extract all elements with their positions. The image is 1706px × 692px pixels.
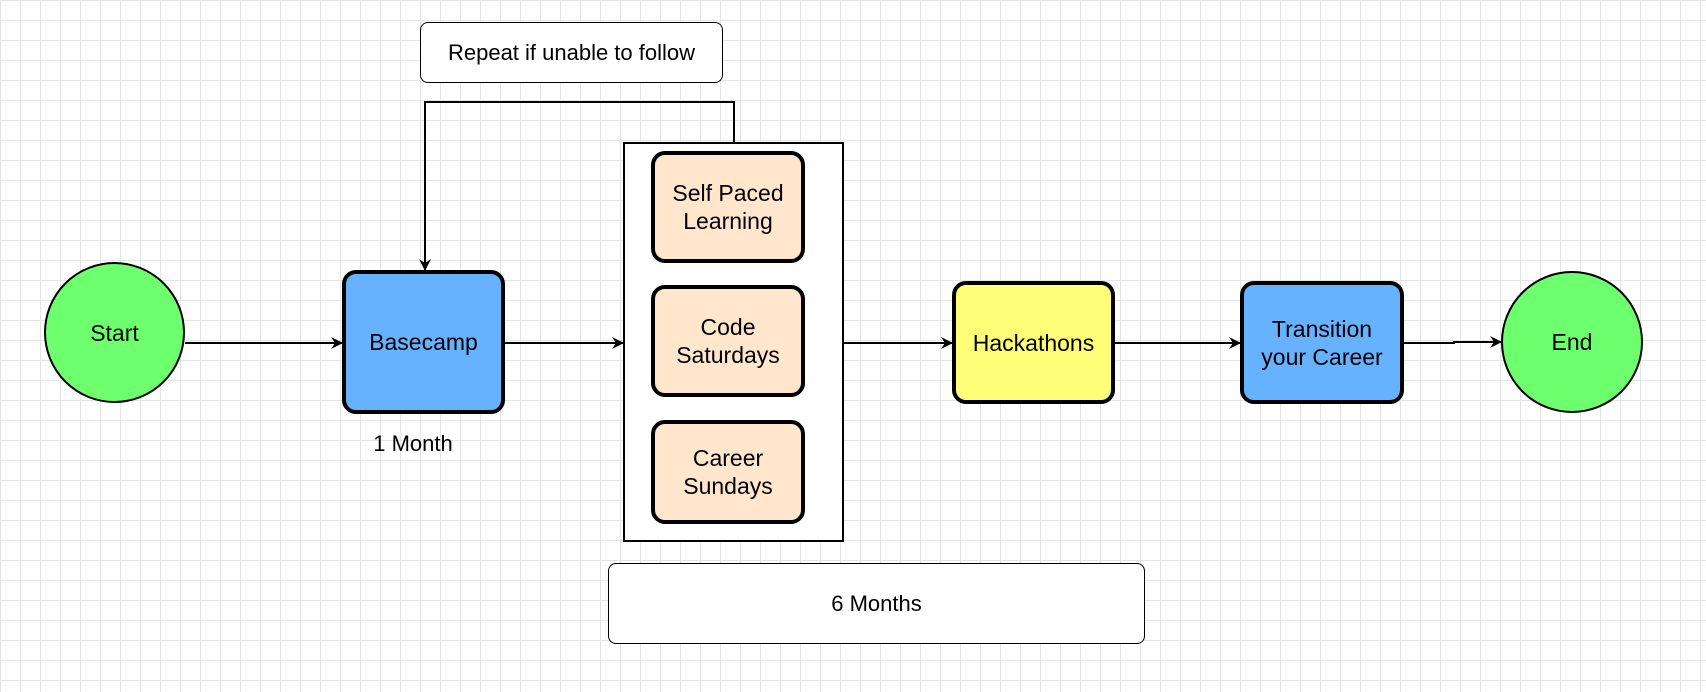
transition-career-label: Transition your Career bbox=[1261, 315, 1383, 370]
end-label: End bbox=[1551, 329, 1593, 355]
career-sundays-node[interactable]: Career Sundays bbox=[651, 420, 805, 524]
transition-career-node[interactable]: Transition your Career bbox=[1240, 281, 1404, 404]
self-paced-learning-node[interactable]: Self Paced Learning bbox=[651, 151, 805, 263]
career-sundays-label: Career Sundays bbox=[683, 445, 773, 499]
six-months-label: 6 Months bbox=[608, 563, 1145, 644]
basecamp-label: Basecamp bbox=[369, 329, 478, 355]
end-node[interactable]: End bbox=[1501, 271, 1643, 413]
hackathons-label: Hackathons bbox=[972, 329, 1095, 356]
start-node[interactable]: Start bbox=[44, 262, 185, 403]
arrow-transition-to-end bbox=[1404, 336, 1502, 348]
basecamp-duration-label: 1 Month bbox=[373, 431, 453, 456]
repeat-label: Repeat if unable to follow bbox=[420, 22, 723, 83]
self-paced-learning-label: Self Paced Learning bbox=[672, 180, 784, 234]
code-saturdays-node[interactable]: Code Saturdays bbox=[651, 285, 805, 397]
hackathons-node[interactable]: Hackathons bbox=[952, 281, 1115, 404]
start-label: Start bbox=[90, 319, 139, 346]
code-saturdays-label: Code Saturdays bbox=[676, 314, 780, 368]
arrow-repeat-loop bbox=[419, 101, 735, 271]
basecamp-node[interactable]: Basecamp bbox=[342, 270, 505, 414]
